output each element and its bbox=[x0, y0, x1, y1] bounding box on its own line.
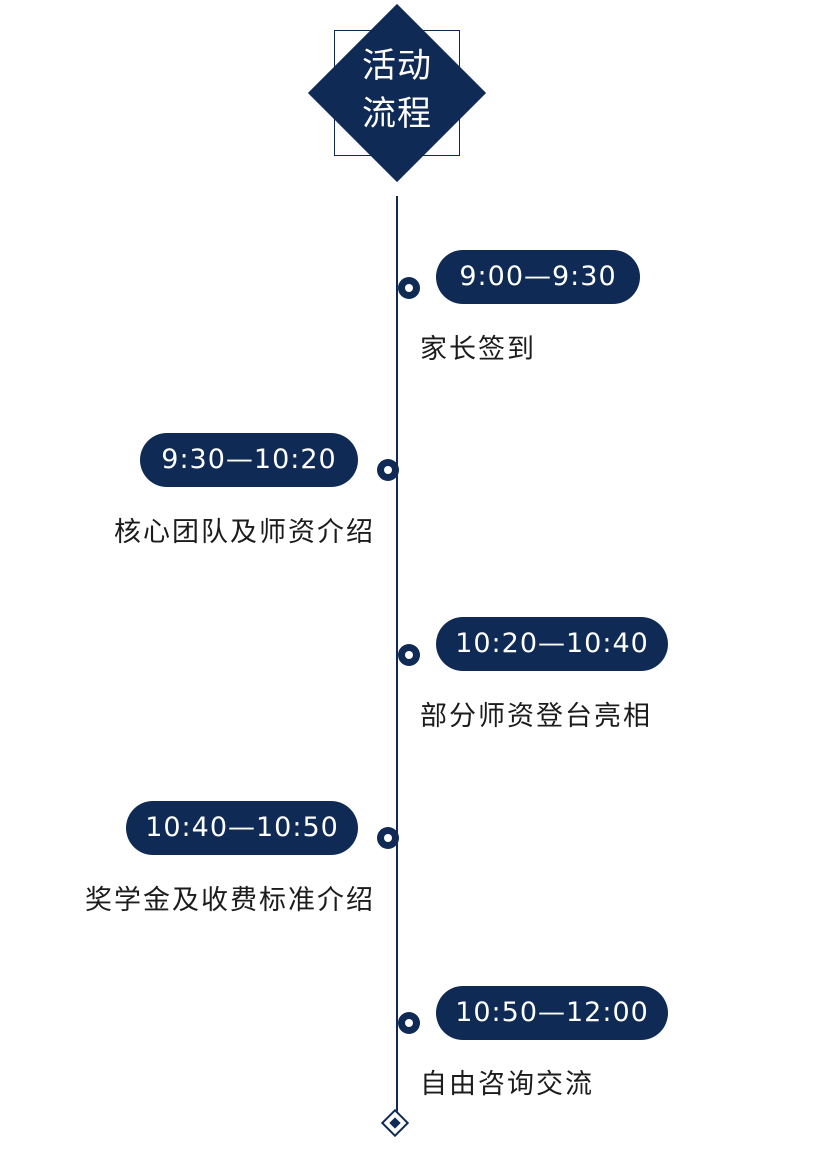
page-title: 活动 流程 bbox=[334, 42, 460, 142]
timeline-node-5 bbox=[398, 1012, 420, 1034]
title-line-2: 流程 bbox=[362, 94, 432, 134]
timeline-line bbox=[396, 196, 398, 1116]
description-4: 奖学金及收费标准介绍 bbox=[85, 885, 375, 916]
time-pill-5: 10:50—12:00 bbox=[436, 986, 668, 1040]
description-2: 核心团队及师资介绍 bbox=[114, 517, 375, 548]
time-pill-1: 9:00—9:30 bbox=[436, 250, 640, 304]
header-frame bbox=[334, 30, 460, 156]
timeline-node-4 bbox=[377, 827, 399, 849]
timeline-end-marker bbox=[380, 1108, 410, 1138]
timeline-node-2 bbox=[377, 459, 399, 481]
description-1: 家长签到 bbox=[420, 334, 536, 365]
timeline-node-1 bbox=[398, 277, 420, 299]
time-pill-4: 10:40—10:50 bbox=[126, 801, 358, 855]
description-5: 自由咨询交流 bbox=[420, 1069, 594, 1100]
title-line-1: 活动 bbox=[362, 46, 432, 86]
time-pill-3: 10:20—10:40 bbox=[436, 617, 668, 671]
time-pill-2: 9:30—10:20 bbox=[140, 433, 358, 487]
description-3: 部分师资登台亮相 bbox=[420, 701, 652, 732]
timeline-node-3 bbox=[398, 644, 420, 666]
